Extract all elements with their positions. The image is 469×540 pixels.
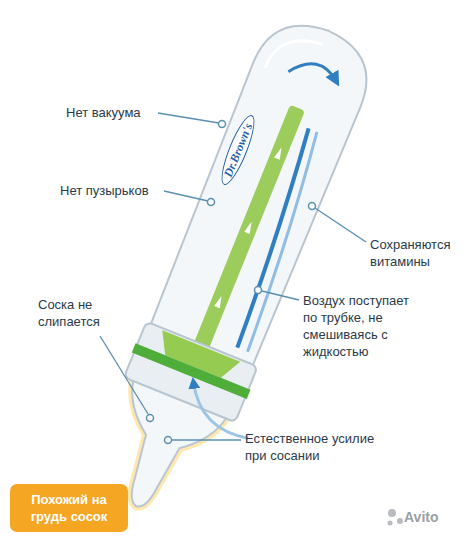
callout-text: Сохраняются витамины: [370, 236, 462, 270]
callout-text: Нет пузырьков: [60, 182, 149, 199]
highlight-box: Похожий на грудь сосок: [10, 484, 128, 532]
callout-text: Нет вакуума: [66, 104, 141, 121]
callout-text: Воздух поступает по трубке, не смешиваяс…: [303, 292, 421, 360]
callout-text: Соска не слипается: [38, 296, 118, 330]
watermark: Avito: [404, 509, 438, 526]
box-text: Похожий на грудь сосок: [16, 491, 122, 525]
callout-text: Естественное усилие при сосании: [245, 430, 395, 464]
